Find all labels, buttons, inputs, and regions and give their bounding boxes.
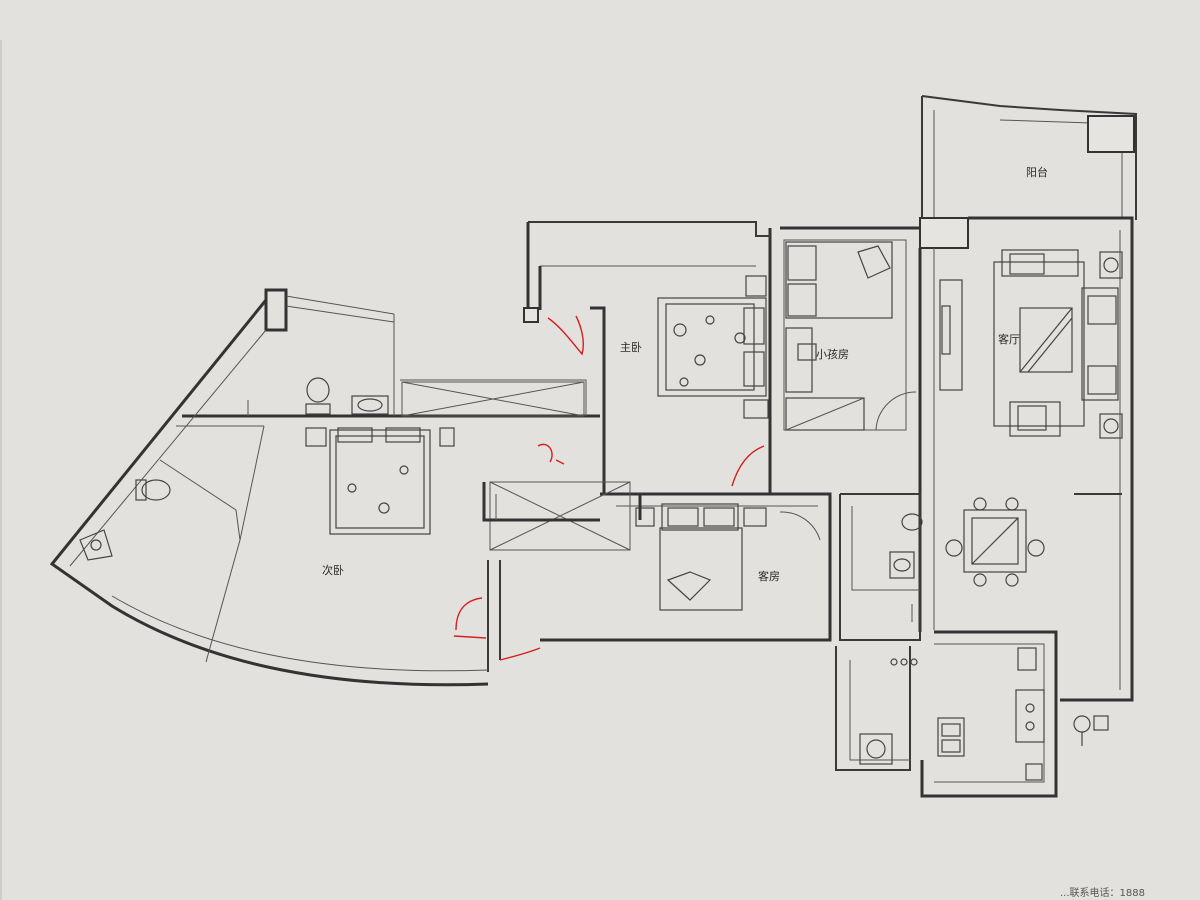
- master-bedroom: [523, 221, 770, 520]
- second-bedroom-label: 次卧: [322, 563, 344, 577]
- kids-room-label: 小孩房: [816, 348, 849, 361]
- laundry-room: [835, 646, 918, 771]
- kitchen: [920, 630, 1058, 798]
- guest-room-label: 客房: [758, 569, 780, 583]
- guest-bathroom: [839, 493, 923, 641]
- corridor-closets: [182, 314, 631, 672]
- kids-room: [768, 226, 920, 494]
- guest-room: [540, 492, 832, 642]
- master-bedroom-label: 主卧: [620, 341, 642, 354]
- living-room-walls: [918, 216, 1134, 702]
- living-room-label: 客厅: [998, 332, 1020, 346]
- balcony-label: 阳台: [1026, 165, 1048, 179]
- exterior-unit: [1073, 715, 1109, 746]
- upper-bathroom: [247, 288, 395, 416]
- living-room-furniture: [939, 249, 1123, 439]
- ensuite-bathroom: [79, 425, 264, 561]
- dining-table: [945, 497, 1045, 587]
- second-bedroom: [49, 299, 541, 687]
- footer-text: ...联系电话：1888: [1060, 886, 1145, 899]
- balcony-column: [1087, 115, 1135, 153]
- balcony-area: [921, 95, 1137, 220]
